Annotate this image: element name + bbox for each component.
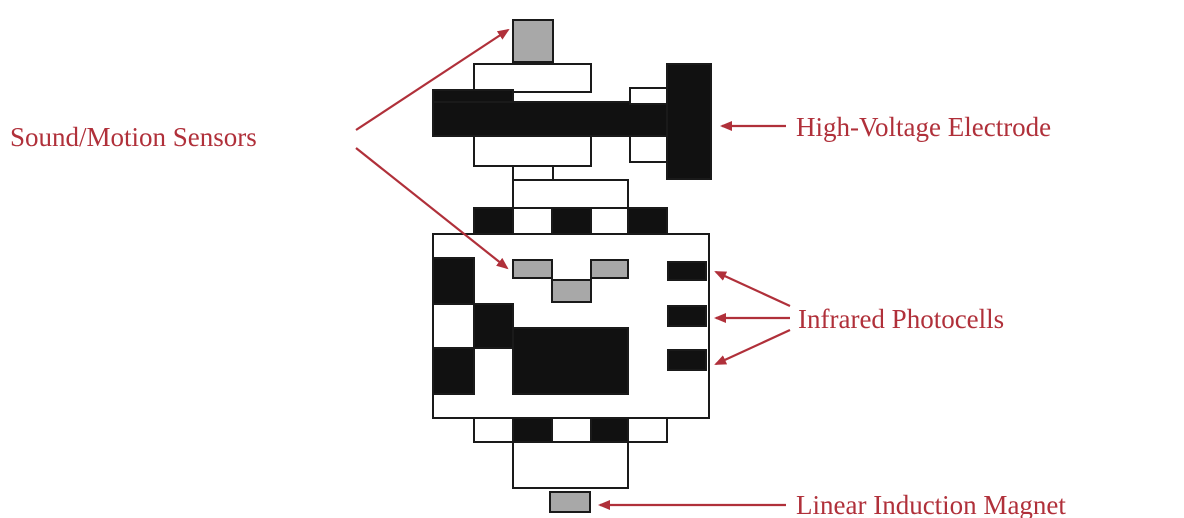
robot-head [432, 19, 712, 209]
callout-arrows [355, 28, 791, 510]
label-infrared-photocells: Infrared Photocells [798, 304, 1004, 334]
body-left-square [473, 303, 514, 349]
shoulder-square [627, 207, 668, 235]
arrow-photocell-bottom [714, 329, 791, 365]
neck-base [512, 179, 629, 209]
base-frame [512, 441, 629, 489]
robot-body [432, 233, 710, 419]
hip-square [512, 417, 553, 443]
label-sound-motion-sensors: Sound/Motion Sensors [10, 122, 257, 152]
chest-block [512, 327, 629, 395]
hip-checker-row [473, 417, 668, 443]
body-left-square [432, 347, 475, 395]
electrode-arm [432, 101, 669, 137]
infrared-photocell [667, 261, 707, 281]
electrode-connector-bottom [629, 135, 668, 163]
shoulder-square [590, 207, 629, 235]
body-sound-motion-sensor-center [551, 279, 592, 303]
hip-square [551, 417, 592, 443]
hip-square [627, 417, 668, 443]
shoulder-square [512, 207, 553, 235]
electrode-connector-top [629, 87, 668, 105]
arrow-photocell-top [714, 271, 791, 307]
callout-labels: Sound/Motion Sensors High-Voltage Electr… [10, 112, 1066, 518]
shoulder-square [473, 207, 514, 235]
arrow-sound-to-top-sensor [355, 28, 510, 131]
robot-base [512, 441, 629, 513]
infrared-photocell [667, 349, 707, 371]
body-sound-motion-sensor-left [512, 259, 553, 279]
label-high-voltage-electrode: High-Voltage Electrode [796, 112, 1051, 142]
top-sound-motion-sensor [512, 19, 554, 63]
shoulder-square [551, 207, 592, 235]
body-left-square [432, 257, 475, 305]
hip-square [590, 417, 629, 443]
arrow-sound-to-body-sensor [355, 147, 509, 270]
head-lower-frame [473, 135, 592, 167]
body-sound-motion-sensor-right [590, 259, 629, 279]
linear-induction-magnet-block [549, 491, 591, 513]
head-upper-frame [473, 63, 592, 93]
infrared-photocell [667, 305, 707, 327]
shoulder-checker-row [473, 207, 668, 235]
high-voltage-electrode-block [666, 63, 712, 180]
label-linear-induction-magnet: Linear Induction Magnet [796, 490, 1066, 518]
hip-square [473, 417, 514, 443]
